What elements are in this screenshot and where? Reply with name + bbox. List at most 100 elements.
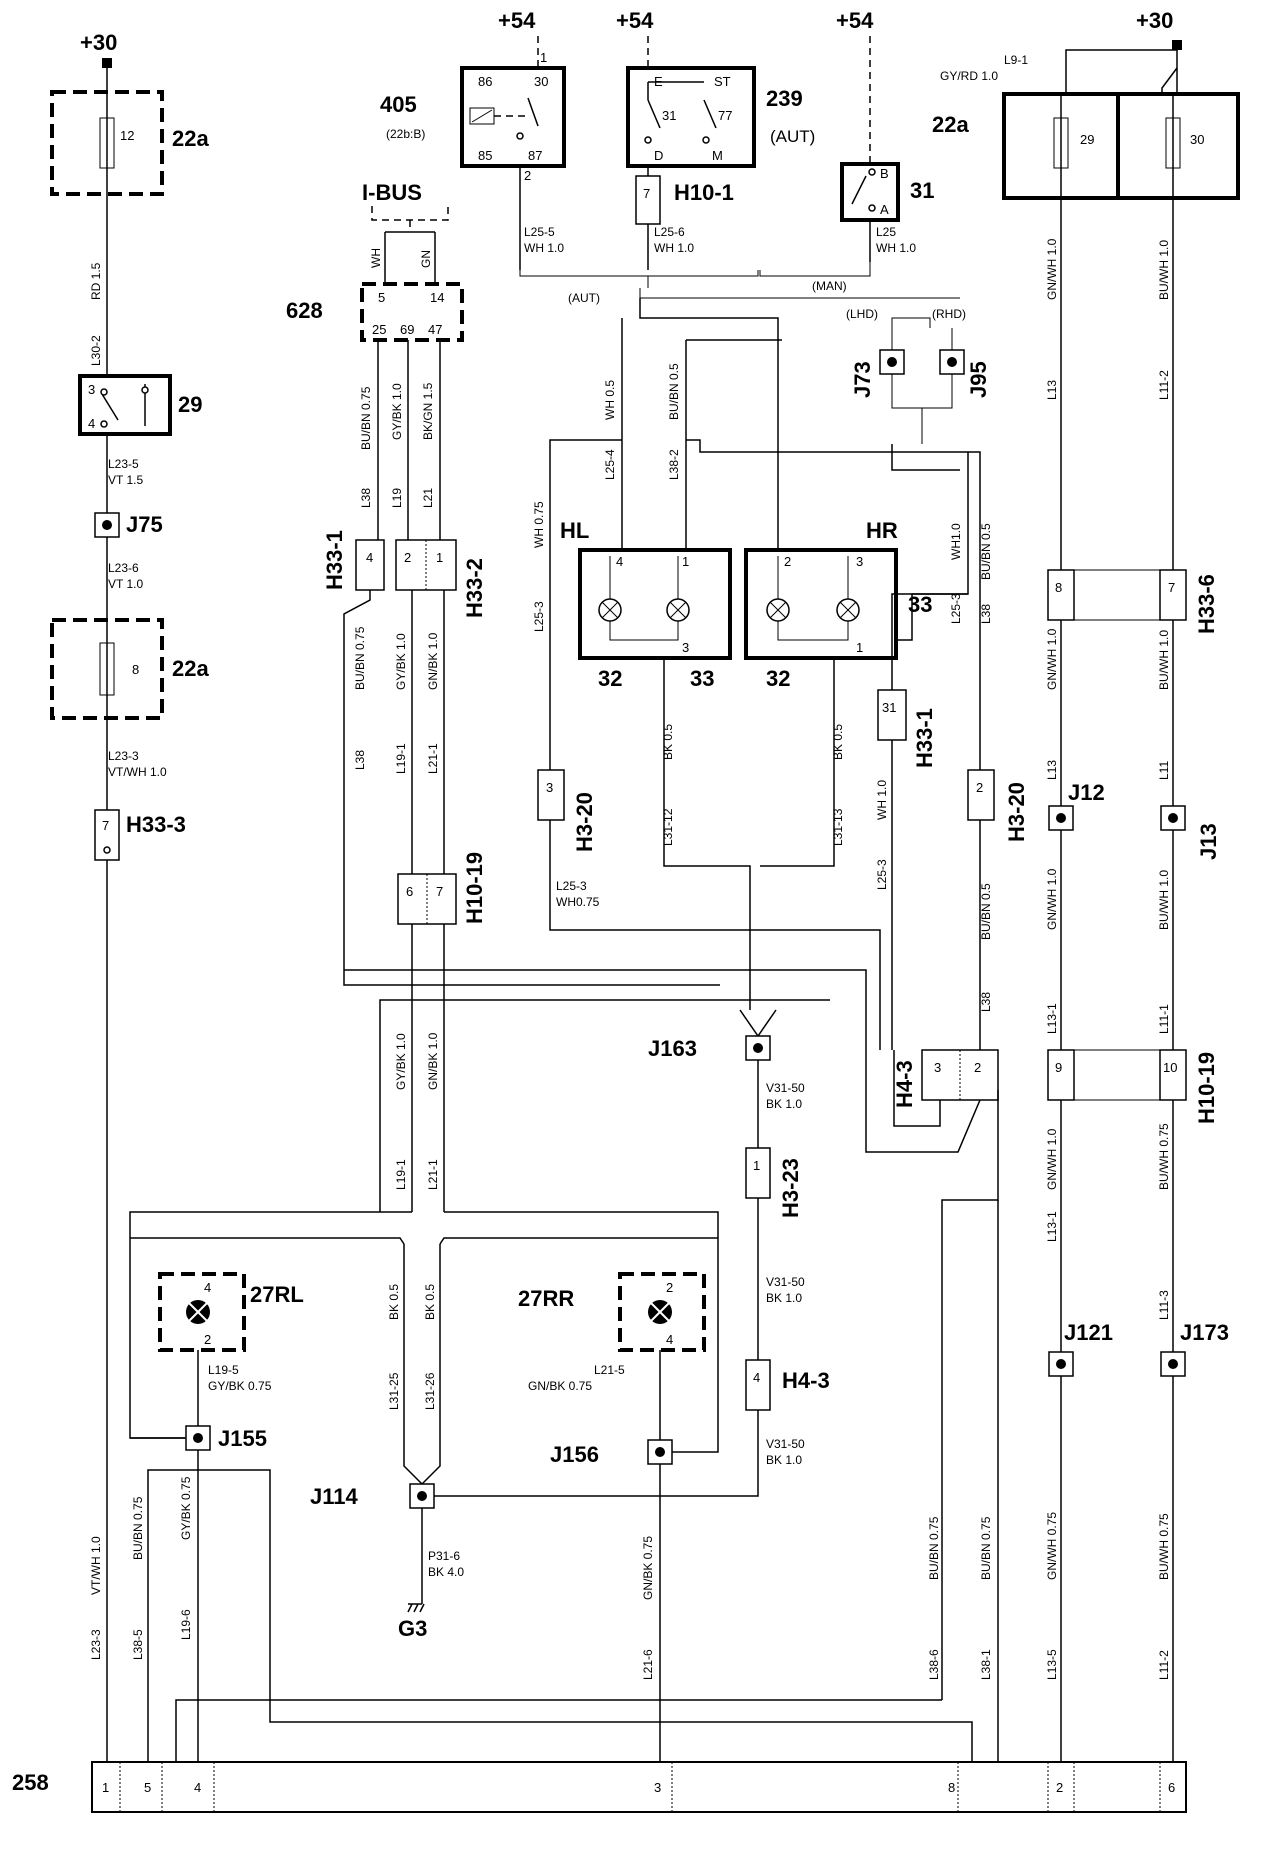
ground-path: J163 V31-50 BK 1.0 1 H3-23 V31-50 BK 1.0… — [130, 1009, 830, 1641]
svg-text:J13: J13 — [1196, 823, 1221, 860]
svg-text:BK 1.0: BK 1.0 — [766, 1291, 802, 1305]
svg-text:29: 29 — [1080, 132, 1094, 147]
connector-h33-6-pin8 — [1047, 569, 1075, 621]
connector-h10-19-pin9 — [1047, 1049, 1075, 1101]
ibus-branch: I-BUS WH GN 5 14 25 69 47 628 BU/BN 0.75… — [129, 180, 830, 1453]
svg-text:J73: J73 — [850, 361, 875, 398]
svg-text:1: 1 — [682, 554, 689, 569]
svg-text:WH 1.0: WH 1.0 — [876, 241, 916, 255]
junction-j95 — [939, 349, 965, 375]
svg-text:H33-1: H33-1 — [322, 530, 347, 590]
svg-text:BU/WH 1.0: BU/WH 1.0 — [1157, 240, 1171, 300]
svg-text:L25: L25 — [876, 225, 896, 239]
svg-text:GN/BK 1.0: GN/BK 1.0 — [426, 1032, 440, 1090]
connector-h10-1 — [635, 175, 661, 225]
svg-text:4: 4 — [616, 554, 623, 569]
svg-text:L38: L38 — [353, 750, 367, 770]
supply-terminal-icon — [102, 58, 112, 68]
svg-text:L19-5: L19-5 — [208, 1363, 239, 1377]
svg-text:BU/BN 0.5: BU/BN 0.5 — [667, 363, 681, 420]
svg-text:B: B — [880, 166, 889, 181]
svg-text:L38: L38 — [979, 992, 993, 1012]
svg-text:(AUT): (AUT) — [770, 127, 815, 146]
switch-label-31: 31 — [910, 178, 934, 203]
connector-h33-1-left — [355, 539, 385, 591]
svg-text:(RHD): (RHD) — [932, 307, 966, 321]
svg-text:L38-5: L38-5 — [131, 1629, 145, 1660]
svg-text:4: 4 — [88, 416, 95, 431]
svg-text:25: 25 — [372, 322, 386, 337]
svg-text:L11-3: L11-3 — [1157, 1290, 1171, 1320]
svg-text:3: 3 — [856, 554, 863, 569]
svg-text:WH 1.0: WH 1.0 — [524, 241, 564, 255]
relay-switch-group: +54 +54 +54 1 86 30 85 87 405 (22b:B) 2 … — [380, 8, 991, 444]
svg-text:WH0.75: WH0.75 — [556, 895, 600, 909]
svg-text:2: 2 — [784, 554, 791, 569]
svg-text:47: 47 — [428, 322, 442, 337]
svg-text:L25-6: L25-6 — [654, 225, 685, 239]
svg-text:BU/BN 0.75: BU/BN 0.75 — [353, 626, 367, 690]
svg-text:L13: L13 — [1045, 380, 1059, 400]
svg-text:14: 14 — [430, 290, 444, 305]
svg-text:J121: J121 — [1064, 1320, 1113, 1345]
junction-j173 — [1160, 1351, 1186, 1377]
svg-text:32: 32 — [598, 666, 622, 691]
svg-text:L25-5: L25-5 — [524, 225, 555, 239]
svg-text:69: 69 — [400, 322, 414, 337]
connector-h33-6-pin7 — [1159, 569, 1187, 621]
svg-text:3: 3 — [88, 382, 95, 397]
svg-text:12: 12 — [120, 128, 134, 143]
svg-text:L13-5: L13-5 — [1045, 1649, 1059, 1680]
svg-text:V31-50: V31-50 — [766, 1275, 805, 1289]
svg-text:2: 2 — [204, 1332, 211, 1347]
svg-text:1: 1 — [102, 1780, 109, 1795]
fuse-box-22a-right-30 — [1116, 92, 1240, 200]
svg-text:31: 31 — [882, 700, 896, 715]
svg-text:GN/BK 1.0: GN/BK 1.0 — [426, 632, 440, 690]
svg-text:J155: J155 — [218, 1426, 267, 1451]
svg-text:+54: +54 — [616, 8, 654, 33]
svg-text:3: 3 — [654, 1780, 661, 1795]
svg-text:V31-50: V31-50 — [766, 1081, 805, 1095]
svg-text:L21: L21 — [421, 488, 435, 508]
svg-text:L38-1: L38-1 — [979, 1649, 993, 1680]
svg-text:L38-2: L38-2 — [667, 449, 681, 480]
svg-text:H4-3: H4-3 — [782, 1368, 830, 1393]
svg-text:87: 87 — [528, 148, 542, 163]
svg-text:RD 1.5: RD 1.5 — [89, 262, 103, 300]
ibus-label: I-BUS — [362, 180, 422, 205]
svg-text:BU/BN 0.75: BU/BN 0.75 — [979, 1516, 993, 1580]
svg-text:L38: L38 — [359, 488, 373, 508]
svg-text:BU/BN 0.5: BU/BN 0.5 — [979, 883, 993, 940]
svg-text:L13: L13 — [1045, 760, 1059, 780]
svg-text:L23-3: L23-3 — [89, 1629, 103, 1660]
svg-text:L31-12: L31-12 — [661, 808, 675, 846]
svg-text:BU/WH 1.0: BU/WH 1.0 — [1157, 630, 1171, 690]
svg-text:BK 0.5: BK 0.5 — [423, 1284, 437, 1320]
svg-text:GY/RD 1.0: GY/RD 1.0 — [940, 69, 998, 83]
svg-text:GN: GN — [419, 250, 433, 268]
svg-text:BU/BN 0.75: BU/BN 0.75 — [359, 386, 373, 450]
svg-text:GN/WH 1.0: GN/WH 1.0 — [1045, 628, 1059, 690]
svg-text:H3-20: H3-20 — [1004, 782, 1029, 842]
svg-text:L19-1: L19-1 — [394, 1159, 408, 1190]
svg-text:8: 8 — [1055, 580, 1062, 595]
svg-text:L38: L38 — [979, 604, 993, 624]
connector-h3-23 — [745, 1147, 771, 1199]
svg-text:30: 30 — [534, 74, 548, 89]
svg-text:H10-1: H10-1 — [674, 180, 734, 205]
svg-text:7: 7 — [643, 186, 650, 201]
svg-text:L11-2: L11-2 — [1157, 1650, 1171, 1680]
svg-text:H4-3: H4-3 — [892, 1060, 917, 1108]
svg-text:ST: ST — [714, 74, 731, 89]
svg-text:85: 85 — [478, 148, 492, 163]
svg-text:V31-50: V31-50 — [766, 1437, 805, 1451]
svg-text:VT/WH 1.0: VT/WH 1.0 — [89, 1536, 103, 1595]
svg-text:(AUT): (AUT) — [568, 291, 600, 305]
svg-text:BK 1.0: BK 1.0 — [766, 1453, 802, 1467]
svg-text:WH 1.0: WH 1.0 — [654, 241, 694, 255]
svg-text:4: 4 — [666, 1332, 673, 1347]
svg-text:WH 0.5: WH 0.5 — [603, 380, 617, 420]
svg-text:L30-2: L30-2 — [89, 335, 103, 366]
svg-text:D: D — [654, 148, 663, 163]
